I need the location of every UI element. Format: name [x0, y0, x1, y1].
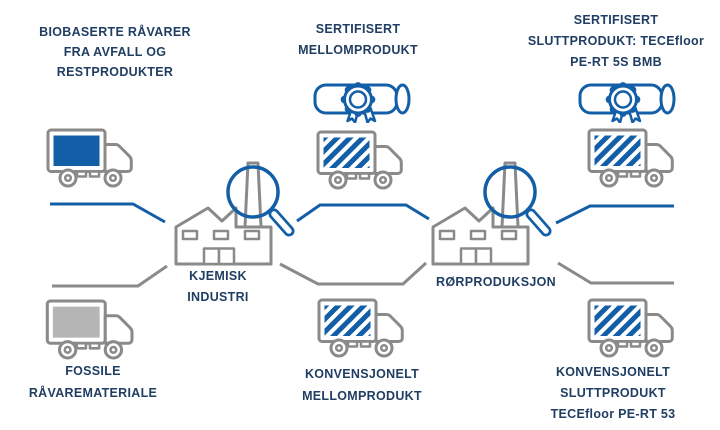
label-chemical-industry: KJEMISK INDUSTRI — [133, 266, 303, 308]
label-line: KONVENSJONELT — [555, 365, 671, 379]
certificate-icon-end — [578, 81, 676, 123]
certificate-icon-intermediate — [313, 81, 411, 123]
truck-conventional-end-icon — [587, 298, 674, 358]
label-line: KONVENSJONELT — [304, 367, 420, 381]
factory-magnifier-icon-chemical — [176, 163, 289, 264]
label-line: FOSSILE — [65, 364, 121, 378]
flow-lines — [50, 202, 674, 288]
truck-certified-end-icon — [587, 128, 674, 188]
label-biobased-input: BIOBASERTE RÅVARER FRA AVFALL OG RESTPRO… — [0, 22, 230, 82]
label-line: SLUTTPRODUKT: TECEfloor — [527, 34, 705, 48]
flow-line-conventional-input — [52, 264, 168, 288]
label-line: MELLOMPRODUKT — [298, 43, 418, 57]
label-line: SERTIFISERT — [315, 22, 401, 36]
label-line: TECEfloor PE-RT 53 — [550, 407, 676, 421]
label-line: MELLOMPRODUKT — [302, 389, 422, 403]
factory-magnifier-icon-pipe — [433, 163, 546, 264]
flow-line-conventional-mid — [279, 261, 428, 286]
truck-fossil-icon — [45, 299, 134, 360]
label-pipe-production: RØRPRODUKSJON — [391, 272, 601, 293]
label-line: KJEMISK — [189, 269, 247, 283]
flow-line-conventional-out — [557, 261, 674, 285]
label-line: RESTPRODUKTER — [56, 65, 174, 79]
label-line: SLUTTPRODUKT — [560, 386, 666, 400]
label-line: RÅVAREMATERIALE — [28, 386, 158, 400]
truck-conventional-intermediate-icon — [317, 298, 404, 358]
label-line: PE-RT 5S BMB — [570, 55, 662, 69]
label-line: BIOBASERTE RÅVARER — [39, 25, 191, 39]
label-certified-intermediate: SERTIFISERT MELLOMPRODUKT — [243, 19, 473, 61]
label-conventional-intermediate: KONVENSJONELT MELLOMPRODUKT — [247, 363, 477, 407]
flow-line-certified-input — [50, 202, 166, 224]
label-line: FRA AVFALL OG — [63, 45, 167, 59]
label-fossil-input: FOSSILE RÅVAREMATERIALE — [0, 360, 186, 404]
flow-line-certified-out — [555, 204, 674, 225]
truck-biobased-icon — [46, 128, 133, 188]
label-line: SERTIFISERT — [573, 13, 659, 27]
label-line: INDUSTRI — [187, 290, 249, 304]
truck-certified-intermediate-icon — [316, 130, 403, 190]
flow-line-certified-mid — [296, 203, 430, 223]
label-line: RØRPRODUKSJON — [436, 275, 556, 289]
label-conventional-end: KONVENSJONELT SLUTTPRODUKT TECEfloor PE-… — [498, 362, 720, 425]
label-certified-end: SERTIFISERT SLUTTPRODUKT: TECEfloor PE-R… — [501, 10, 720, 73]
